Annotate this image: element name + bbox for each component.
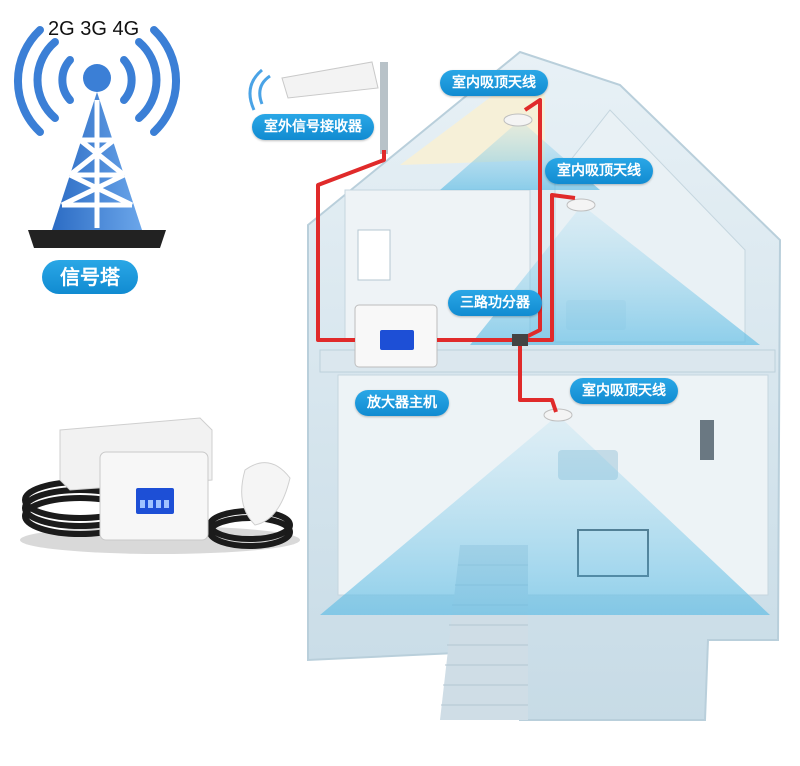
label-indoor-antenna-top: 室内吸顶天线: [440, 70, 548, 96]
booster-kit-product: [20, 418, 300, 554]
label-three-way-splitter: 三路功分器: [448, 290, 542, 316]
receiver-mast: [380, 62, 388, 154]
outdoor-receiver-antenna: [250, 62, 388, 154]
ceiling-antenna-attic: [504, 114, 532, 126]
wave-left-1: [62, 60, 70, 100]
tower-bands-label: 2G 3G 4G: [48, 18, 139, 41]
three-way-splitter-device: [512, 334, 528, 346]
label-indoor-antenna-right: 室内吸顶天线: [545, 158, 653, 184]
wave-right-2: [139, 42, 157, 118]
label-amplifier-host: 放大器主机: [355, 390, 449, 416]
wave-left-2: [37, 42, 55, 118]
wave-right-1: [124, 60, 132, 100]
tower-base: [28, 230, 166, 248]
tower-beacon: [83, 64, 111, 92]
label-indoor-antenna-lower: 室内吸顶天线: [570, 378, 678, 404]
signal-tower: [18, 30, 176, 248]
ceiling-antenna-upper: [567, 199, 595, 211]
tower-caption: 信号塔: [42, 260, 138, 294]
ceiling-antenna-ground: [544, 409, 572, 421]
label-outdoor-receiver: 室外信号接收器: [252, 114, 374, 140]
tv: [700, 420, 714, 460]
upper-window: [358, 230, 390, 280]
receiver-panel: [282, 62, 378, 98]
amplifier-host-unit: [355, 305, 437, 367]
